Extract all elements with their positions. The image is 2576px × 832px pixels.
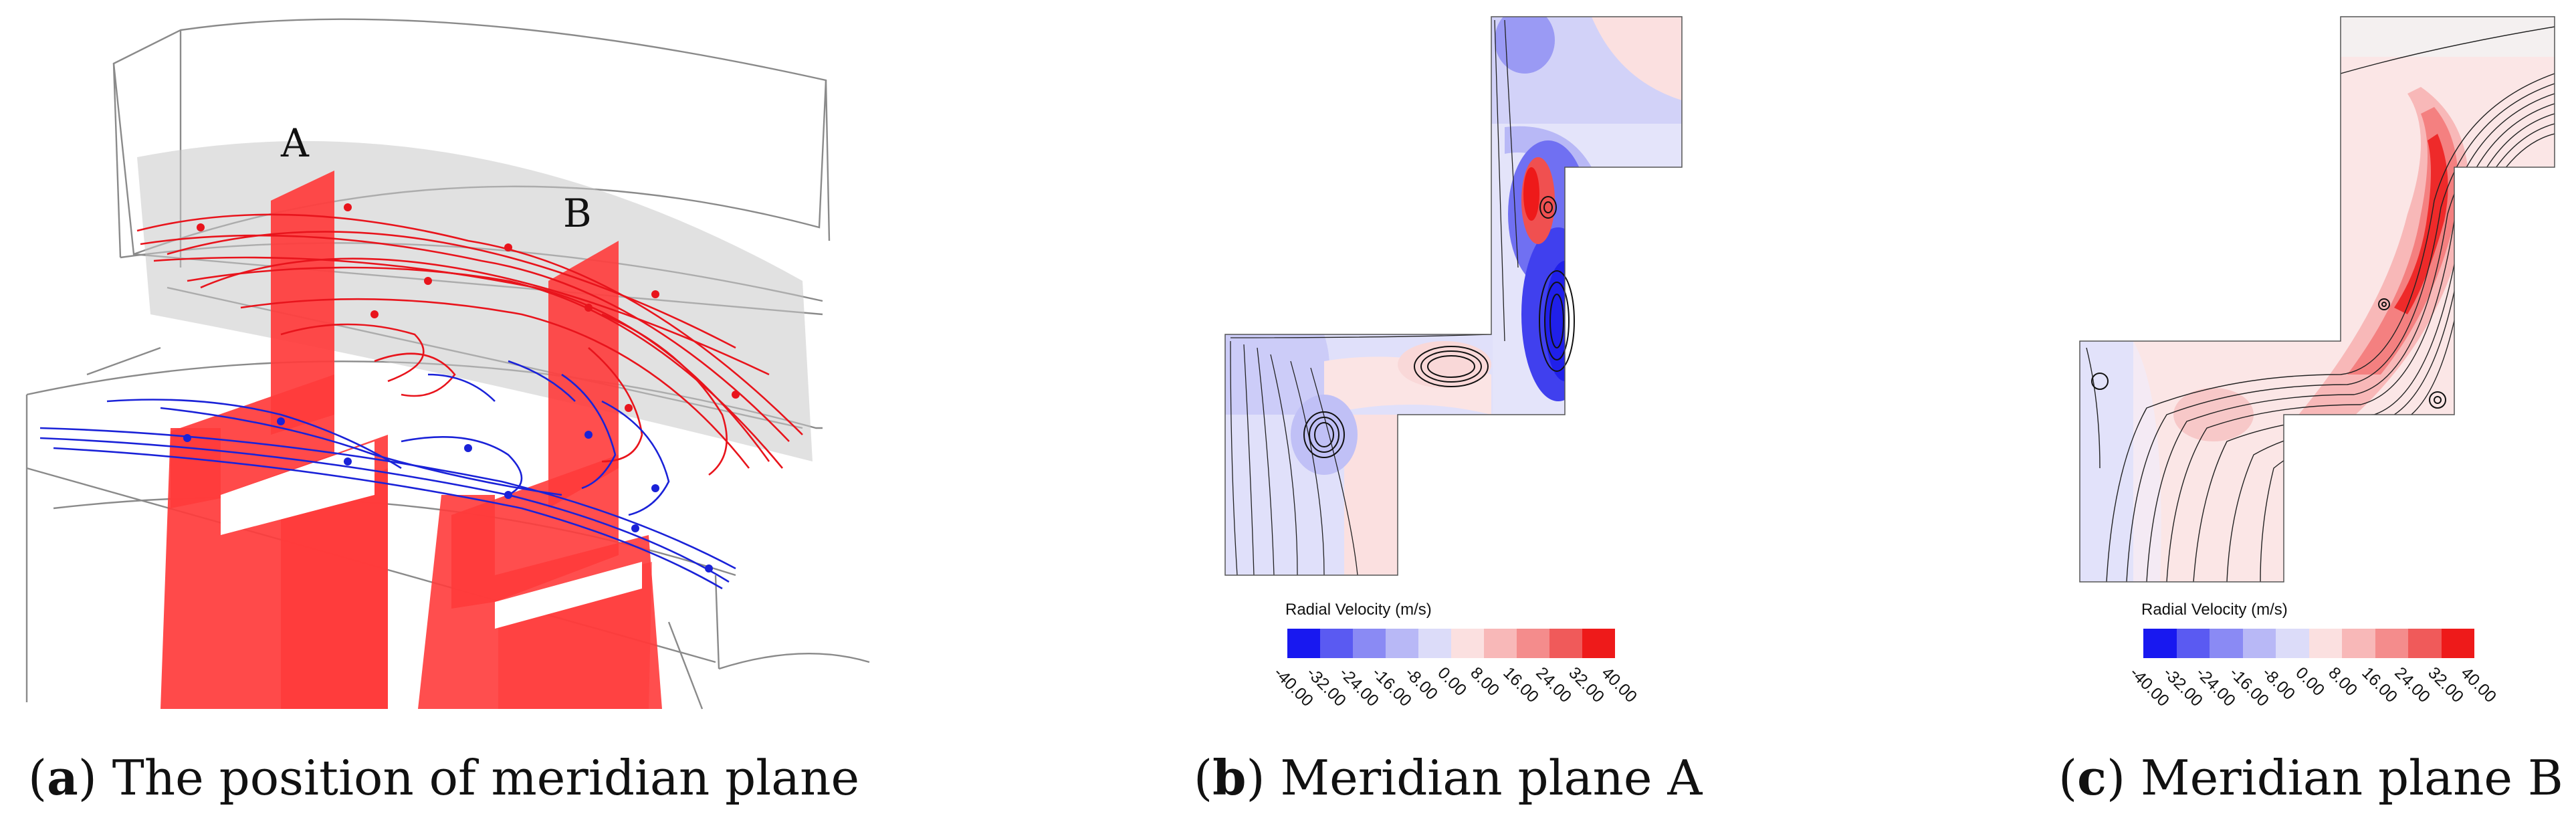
vortex-cores-a — [1303, 196, 1575, 458]
colorbar-swatch-b — [2441, 629, 2474, 658]
colorbar-swatch-a — [1451, 629, 1484, 658]
colorbar-swatch-a — [1320, 629, 1353, 658]
colorbar-swatch-a — [1484, 629, 1517, 658]
colorbar-swatch-b — [2143, 629, 2177, 658]
colorbar-title-b: Radial Velocity (m/s) — [2141, 601, 2288, 619]
plane-a-label: A — [281, 120, 309, 166]
colorbar-swatch-a — [1287, 629, 1320, 658]
meridian-plane-b — [418, 241, 662, 709]
contour-plot-plane-b — [2079, 16, 2555, 583]
caption-c: (c) Meridian plane B — [2058, 749, 2563, 806]
colorbar-swatch-a — [1386, 629, 1418, 658]
caption-a-letter: a — [47, 749, 78, 806]
colorbar-swatch-b — [2375, 629, 2408, 658]
caption-a-text: The position of meridian plane — [96, 750, 860, 806]
colorbar-swatch-b — [2210, 629, 2243, 658]
caption-b: (b) Meridian plane A — [1194, 749, 1703, 806]
red-streaklines — [136, 213, 803, 476]
colorbar-swatch-a — [1418, 629, 1451, 658]
caption-a: (a) The position of meridian plane — [28, 749, 860, 806]
velocity-contours-b — [2080, 17, 2555, 582]
colorbar-title-a: Radial Velocity (m/s) — [1285, 601, 1432, 619]
colorbar-swatch-a — [1353, 629, 1386, 658]
colorbar-swatch-b — [2276, 629, 2309, 658]
colorbar-swatch-b — [2242, 629, 2276, 658]
streamlines-a — [1230, 19, 1574, 575]
domain-boundary-b — [2079, 16, 2555, 583]
panel-a-illustration — [25, 18, 870, 710]
panel-b-meridian-plane-a: Radial Velocity (m/s) -40.00-32.00-24.00… — [1190, 0, 1699, 710]
caption-b-letter: b — [1212, 749, 1247, 806]
panel-a-meridian-position: A B — [0, 0, 870, 710]
caption-b-text: Meridian plane A — [1265, 750, 1703, 806]
colorbar-swatch-b — [2408, 629, 2442, 658]
plane-b-label: B — [563, 191, 592, 236]
blue-arrowheads — [183, 417, 713, 573]
panel-c-meridian-plane-b: Radial Velocity (m/s) -40.00-32.00-24.00… — [2060, 0, 2576, 710]
velocity-contours-a — [1225, 17, 1682, 575]
colorbar-swatch-b — [2309, 629, 2342, 658]
caption-c-letter: c — [2077, 749, 2107, 806]
colorbar-swatch-a — [1549, 629, 1582, 658]
caption-c-text: Meridian plane B — [2125, 750, 2563, 806]
colorbar-a — [1287, 629, 1615, 658]
vortex-cores-b — [2091, 298, 2446, 409]
red-arrowheads — [197, 203, 740, 412]
colorbar-swatch-a — [1517, 629, 1549, 658]
colorbar-b — [2143, 629, 2474, 658]
domain-boundary-a — [1224, 16, 1683, 576]
colorbar-swatch-a — [1582, 629, 1615, 658]
contour-plot-plane-a — [1224, 16, 1683, 576]
colorbar-swatch-b — [2342, 629, 2375, 658]
blue-streaklines — [39, 360, 736, 590]
colorbar-swatch-b — [2176, 629, 2210, 658]
